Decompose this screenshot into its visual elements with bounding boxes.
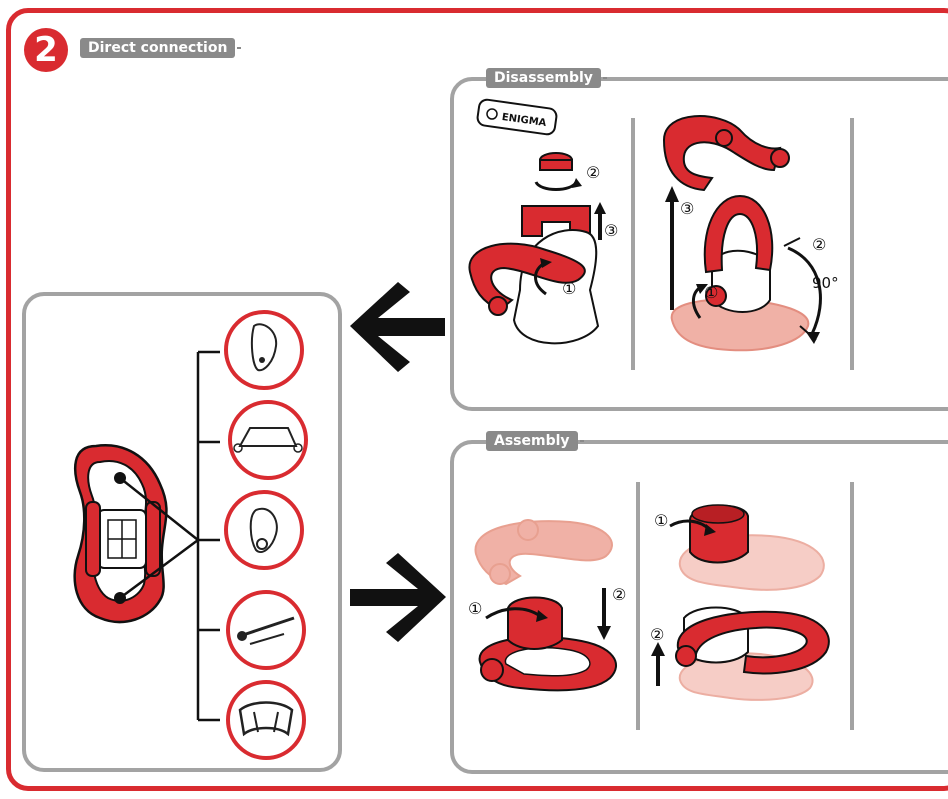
disassembly-step1-illustration: ENIGMA (468, 98, 606, 345)
assembly-step2-illustration (651, 504, 830, 701)
disassembly-label: Disassembly (486, 68, 607, 88)
asm-marker-1b: ① (654, 511, 668, 530)
swivel-connector-icon (73, 444, 168, 624)
arrow-right-icon (350, 553, 446, 642)
disassembly-panel (450, 77, 948, 411)
step-number-badge: 2 (24, 28, 68, 72)
rotation-angle: 90° (812, 274, 839, 292)
dis-marker-1b: ① (704, 283, 718, 302)
dis-marker-2: ② (586, 163, 600, 182)
carabiner-icon (224, 310, 304, 390)
descender-icon (224, 490, 304, 570)
asm-marker-2b: ② (650, 625, 664, 644)
assembly-label: Assembly (486, 431, 584, 451)
pulley-icon (228, 400, 308, 480)
section-title: Direct connection (80, 38, 242, 58)
disassembly-step2-illustration (662, 115, 822, 352)
connection-lines (119, 350, 220, 722)
arrow-left-icon (350, 282, 445, 372)
dis-marker-3b: ③ (680, 199, 694, 218)
dis-marker-3: ③ (604, 221, 618, 240)
connection-panel (22, 292, 342, 772)
assembly-step1-illustration (474, 519, 617, 692)
harness-icon (226, 680, 306, 760)
panel-dividers (631, 118, 854, 730)
outer-frame (6, 8, 948, 791)
asm-marker-2: ② (612, 585, 626, 604)
dis-marker-2b: ② (812, 235, 826, 254)
disassembly-header-line (820, 77, 948, 81)
attachment-point-top (114, 472, 126, 484)
enigma-tool-icon: ENIGMA (476, 98, 558, 136)
attachment-point-bottom (114, 592, 126, 604)
asm-marker-1: ① (468, 599, 482, 618)
lanyard-icon (226, 590, 306, 670)
dis-marker-1: ① (562, 279, 576, 298)
assembly-header-line (795, 440, 948, 444)
assembly-panel (450, 440, 948, 774)
